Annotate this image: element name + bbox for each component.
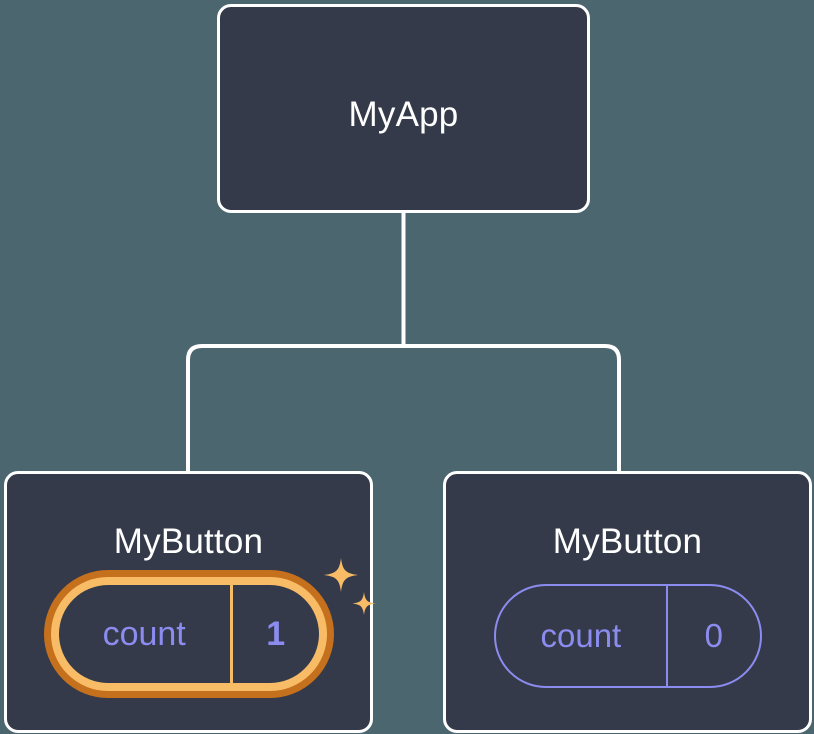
- sparkle-small-icon: [352, 592, 375, 615]
- state-value-left: 1: [266, 614, 286, 653]
- node-myapp-title: MyApp: [348, 95, 459, 134]
- state-pill-left-wrap: count 1: [7, 558, 375, 698]
- state-key-right: count: [496, 586, 669, 686]
- node-mybutton-left[interactable]: MyButton count 1: [4, 471, 375, 733]
- sparkle-large-icon: [323, 558, 358, 592]
- state-pill-left-highlighted[interactable]: count 1: [43, 570, 334, 698]
- connector-branch: [186, 344, 621, 471]
- node-myapp[interactable]: MyApp: [217, 4, 590, 213]
- state-pill-right[interactable]: count 0: [493, 584, 762, 688]
- state-pill-right-wrap: count 0: [446, 584, 809, 688]
- node-mybutton-left-title: MyButton: [113, 522, 264, 561]
- node-mybutton-right-title: MyButton: [552, 522, 703, 561]
- state-value-right: 0: [704, 617, 724, 654]
- node-mybutton-right[interactable]: MyButton count 0: [443, 471, 812, 733]
- state-key-left: count: [59, 585, 233, 683]
